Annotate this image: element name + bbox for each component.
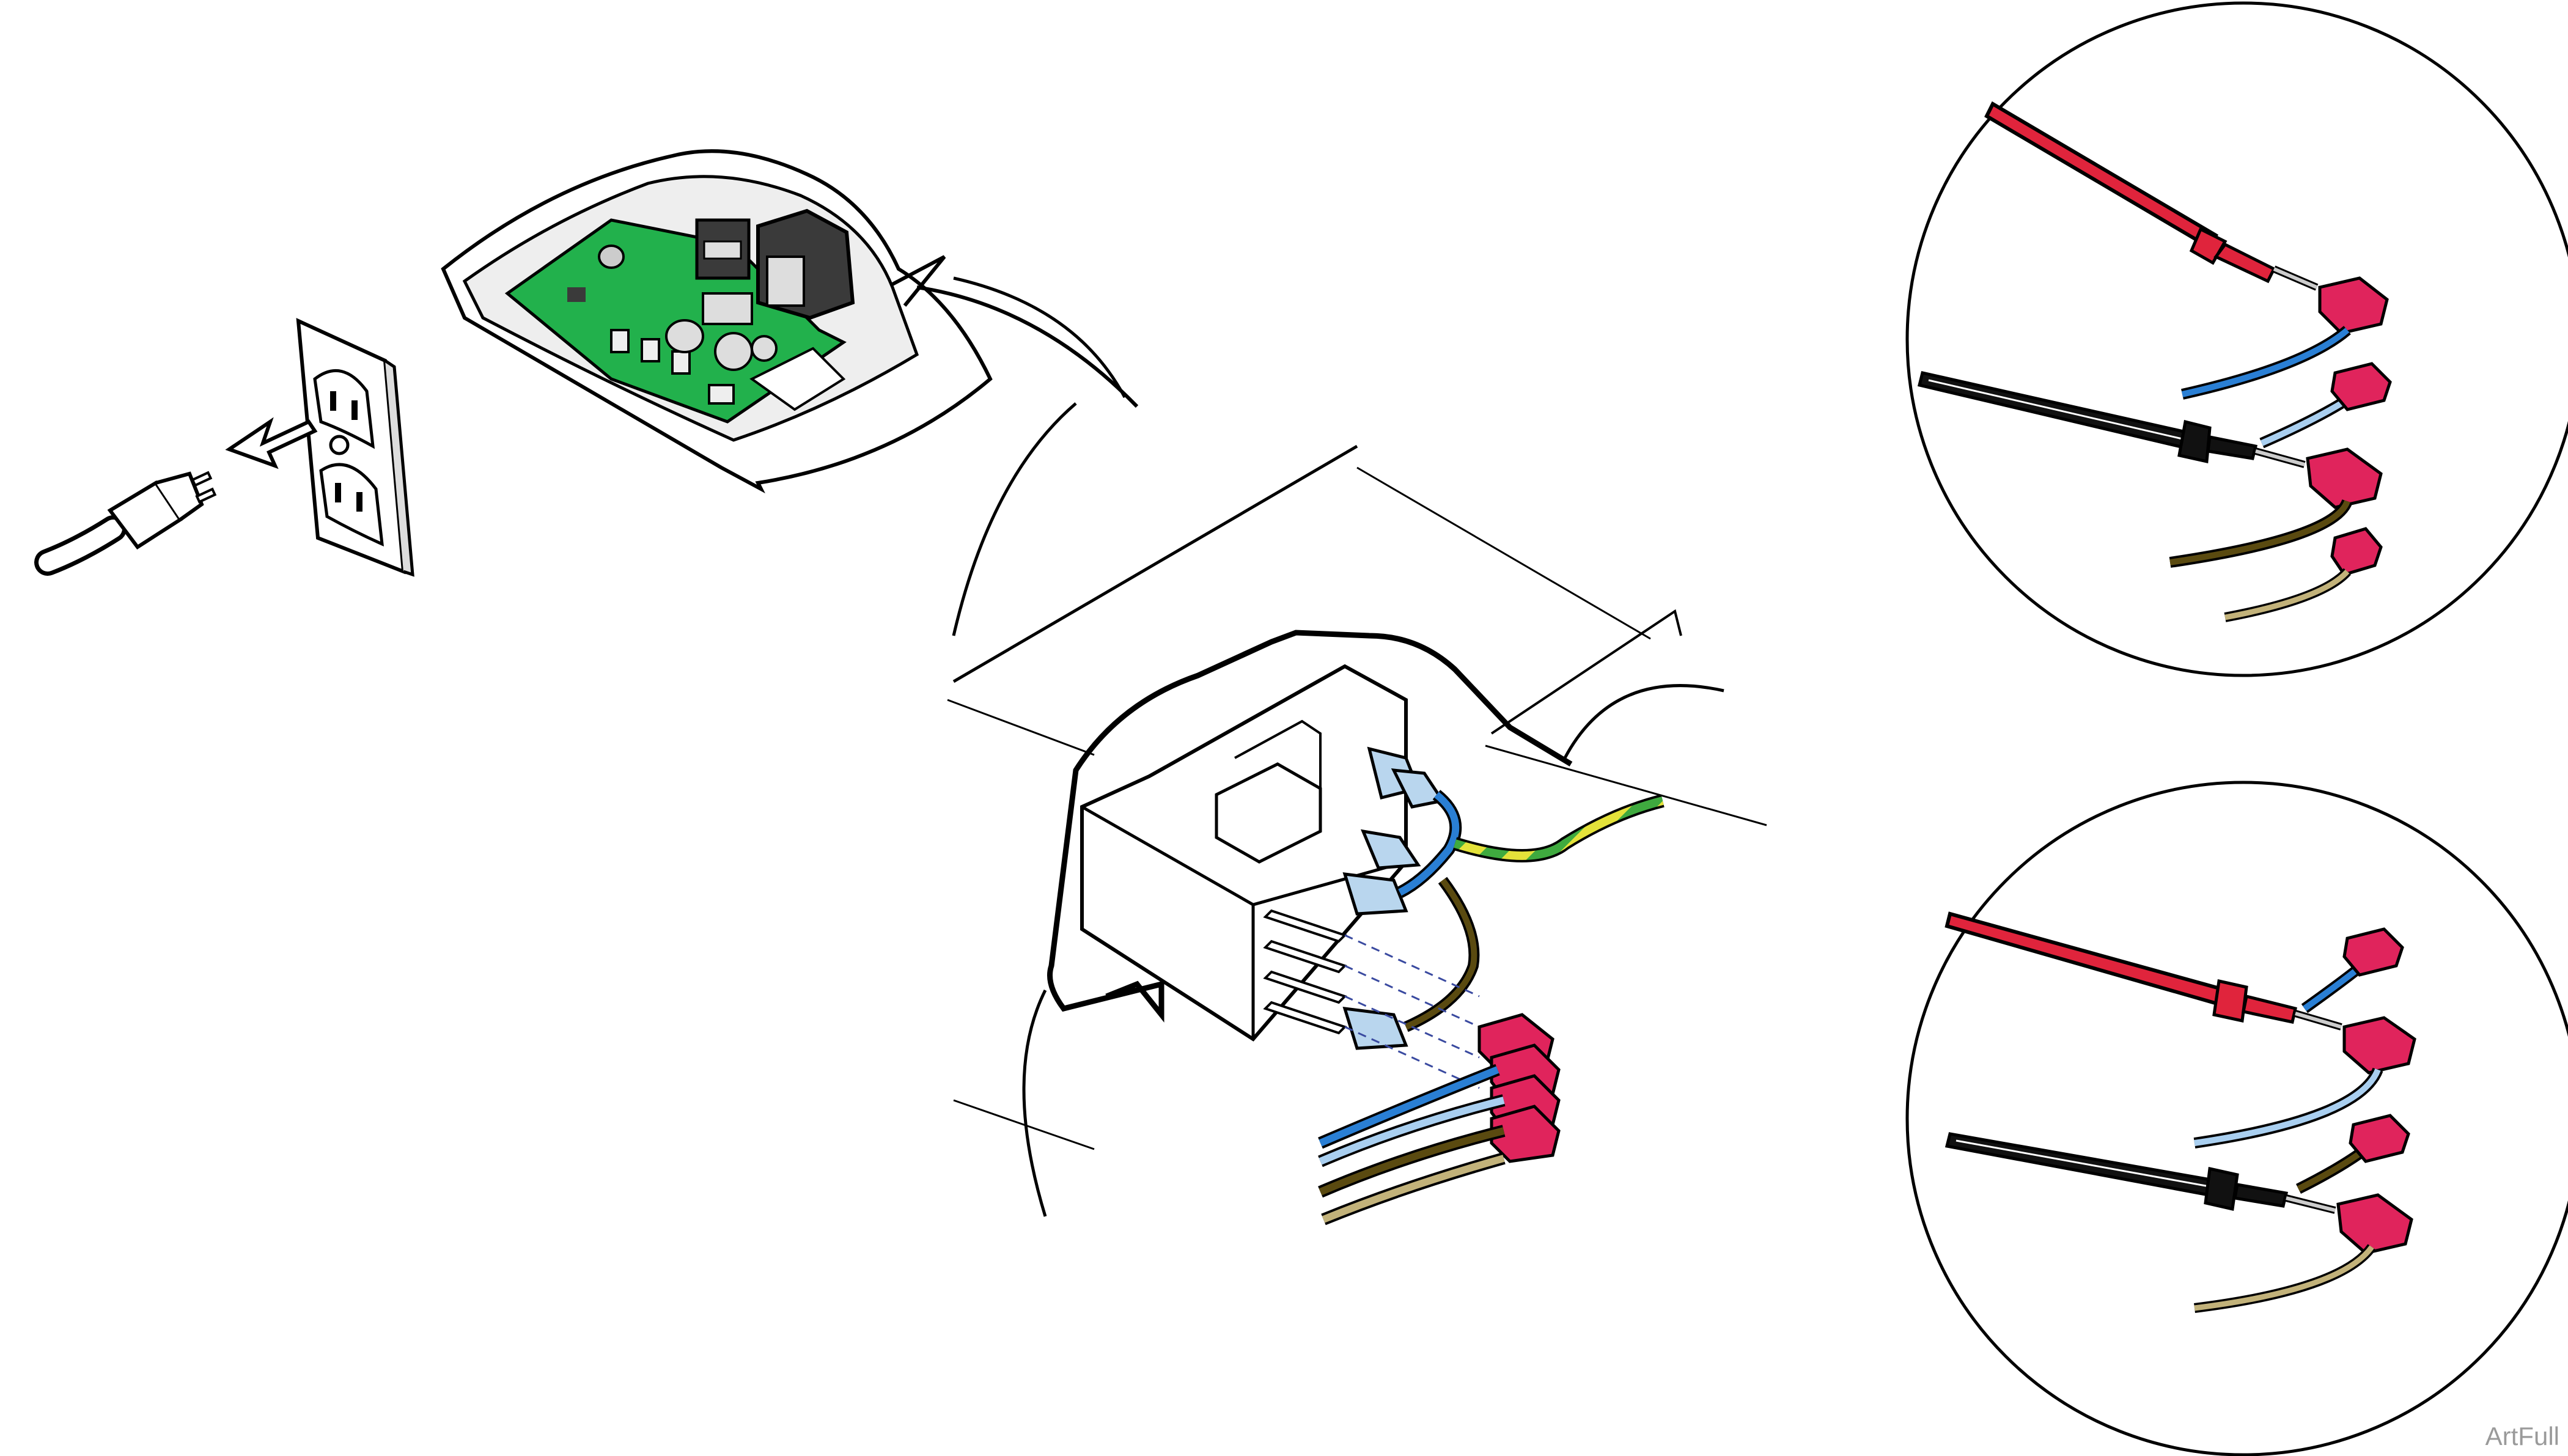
figure-label: ArtFull [2485, 1422, 2559, 1450]
terminal-block [1080, 664, 1408, 1042]
red-connector-stack [1318, 1013, 1561, 1226]
dashed-guide-lines [1344, 934, 1480, 1089]
callout-arrow [891, 255, 1139, 636]
probe-test-circle-top [1905, 1, 2568, 677]
terminal-wires [1397, 790, 1665, 1032]
control-board-cutaway [441, 149, 993, 494]
small-transformer [695, 218, 751, 280]
red-probe [1944, 911, 2342, 1031]
red-probe [1984, 101, 2319, 291]
terminal-cutaway-outline [1047, 630, 1573, 1023]
main-transformer [756, 208, 855, 320]
blue-terminals [1342, 746, 1446, 1050]
unplug-arrow-icon [225, 417, 318, 469]
wall-outlet [296, 318, 414, 577]
chassis-lines [947, 444, 1767, 1217]
black-probe [1944, 1132, 2336, 1214]
black-probe [1917, 371, 2306, 468]
power-plug [34, 471, 217, 576]
red-connector [2318, 276, 2389, 335]
probe-test-circle-bottom [1905, 781, 2568, 1456]
